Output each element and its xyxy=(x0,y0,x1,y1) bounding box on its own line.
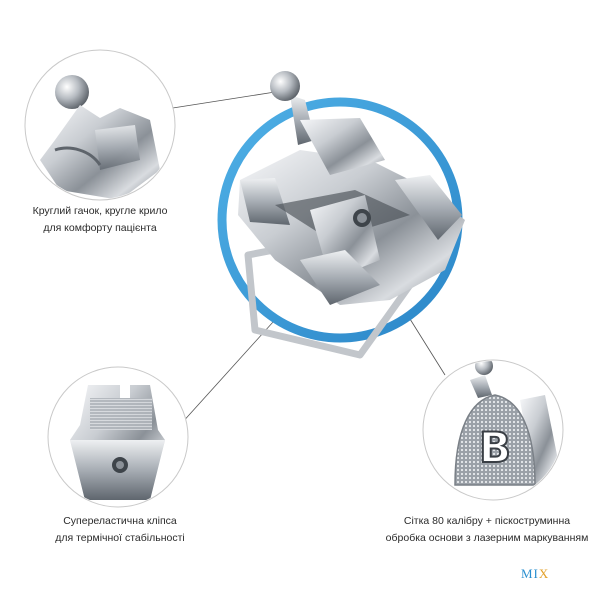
main-bracket xyxy=(238,71,465,359)
connector-line-top xyxy=(159,91,276,111)
round-hook-ball-icon xyxy=(55,75,89,109)
caption-base: Сітка 80 калібру + піскоструминна обробк… xyxy=(382,513,592,547)
detail-circle-hook xyxy=(24,49,176,201)
detail-circle-base: B xyxy=(422,359,564,501)
base-laser-mark: B xyxy=(479,423,511,472)
brand-logo: MIX xyxy=(521,566,549,582)
brand-logo-accent: X xyxy=(538,566,550,581)
caption-hook-line2: для комфорту пацієнта xyxy=(43,222,157,234)
caption-clip-line2: для термічної стабільності xyxy=(55,532,185,544)
caption-base-line1: Сітка 80 калібру + піскоструминна xyxy=(403,515,571,527)
main-hook-ball-icon xyxy=(270,71,300,101)
caption-base-line2: обробка основи з лазерним маркуванням xyxy=(385,532,589,544)
caption-hook-line1: Круглий гачок, кругле крило xyxy=(32,205,168,217)
caption-hook: Круглий гачок, кругле крило для комфорту… xyxy=(20,203,180,237)
brand-logo-main: MI xyxy=(521,566,539,581)
caption-clip-line1: Супереластична кліпса xyxy=(63,515,177,527)
caption-clip: Супереластична кліпса для термічної стаб… xyxy=(40,513,200,547)
detail-circle-clip xyxy=(47,366,189,508)
